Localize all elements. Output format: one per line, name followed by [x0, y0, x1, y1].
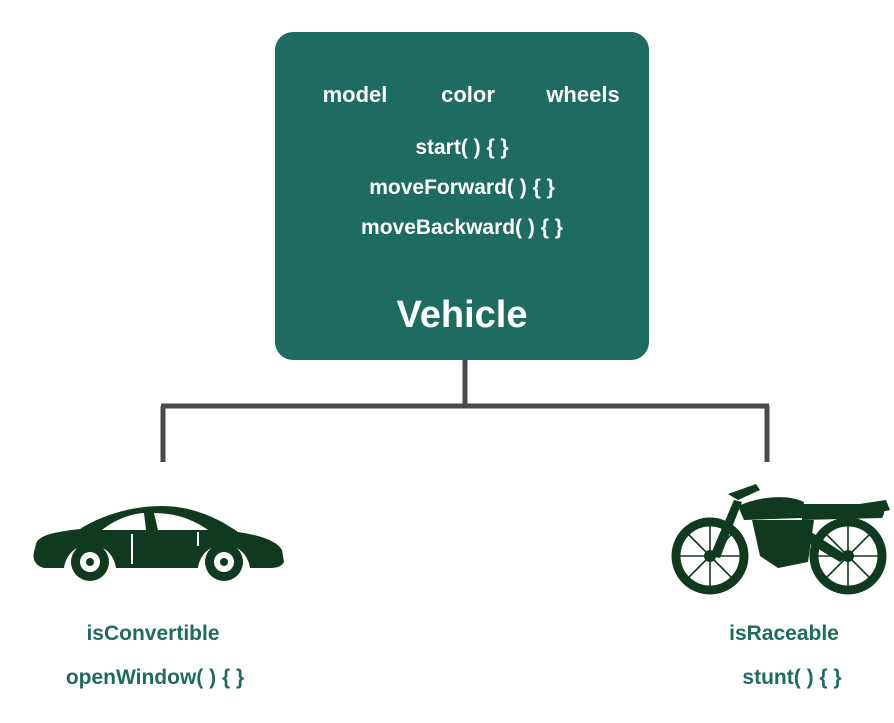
- attribute-color: color: [441, 82, 495, 107]
- motorcycle-icon: [671, 484, 890, 595]
- method-start: start( ) { }: [415, 136, 509, 159]
- car-method-label: openWindow( ) { }: [65, 666, 245, 689]
- vehicle-class-box: model color wheels start( ) { } moveForw…: [275, 32, 649, 360]
- attribute-model: model: [322, 82, 388, 107]
- motorcycle-method-label: stunt( ) { }: [742, 666, 842, 689]
- car-property-label: isConvertible: [86, 622, 220, 645]
- motorcycle-property-label: isRaceable: [729, 622, 839, 645]
- method-list: start( ) { } moveForward( ) { } moveBack…: [275, 134, 649, 254]
- attribute-list: model color wheels: [275, 82, 649, 112]
- method-move-forward: moveForward( ) { }: [369, 176, 555, 199]
- attribute-wheels: wheels: [546, 82, 620, 107]
- method-move-backward: moveBackward( ) { }: [361, 216, 563, 239]
- car-icon: [33, 506, 285, 581]
- class-name: Vehicle: [396, 294, 528, 336]
